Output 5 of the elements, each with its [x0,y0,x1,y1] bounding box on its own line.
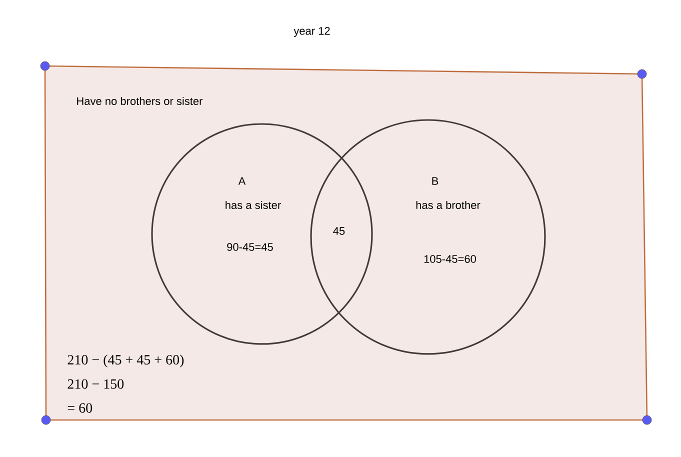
calculation-line: 210 − 150 [68,379,124,389]
calculation-line: = 60 [68,403,92,413]
title: year 12 [294,27,330,37]
calculation-line: 210 − (45 + 45 + 60) [68,354,184,368]
region-count: 45 [333,227,345,235]
